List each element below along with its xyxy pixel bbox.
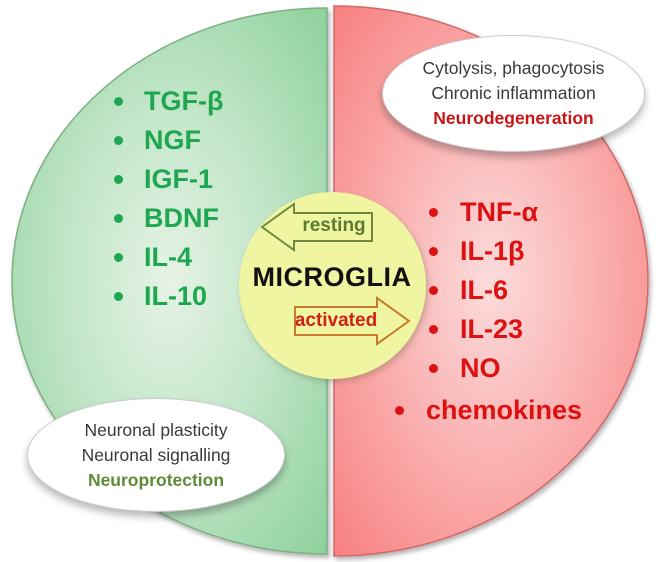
callout-highlight: Neuroprotection (87, 469, 225, 490)
list-item: IGF-1 (114, 160, 223, 199)
resting-factors-list: TGF-β NGF IGF-1 BDNF IL-4 IL-10 (114, 82, 223, 316)
bullet-icon (429, 364, 438, 373)
bullet-icon (114, 253, 123, 262)
callout-line: Cytolysis, phagocytosis (422, 58, 605, 78)
bullet-icon (429, 247, 438, 256)
bullet-icon (114, 97, 123, 106)
list-item: NO (395, 349, 582, 388)
neuroprotection-callout: Neuronal plasticity Neuronal signalling … (27, 398, 285, 512)
factor-label: IGF-1 (144, 164, 214, 194)
callout-line: Neuronal plasticity (84, 419, 228, 440)
factor-label: NGF (144, 125, 201, 155)
list-item: chemokines (395, 391, 582, 430)
microglia-title: MICROGLIA (252, 262, 412, 292)
neurodegeneration-callout: Cytolysis, phagocytosis Chronic inflamma… (382, 35, 645, 152)
list-item: IL-10 (114, 277, 223, 316)
factor-label: TGF-β (144, 86, 224, 116)
bullet-icon (114, 292, 123, 301)
bullet-icon (114, 175, 123, 184)
callout-highlight: Neurodegeneration (433, 108, 594, 128)
list-item: BDNF (114, 199, 223, 238)
list-item: IL-4 (114, 238, 223, 277)
factor-label: NO (460, 353, 501, 383)
factor-label: IL-6 (460, 275, 509, 305)
factor-label: IL-1β (460, 236, 525, 266)
list-item: NGF (114, 121, 223, 160)
callout-line: Chronic inflammation (431, 83, 596, 103)
list-item: TNF-α (395, 193, 582, 232)
factor-label: TNF-α (460, 197, 539, 227)
factor-label: IL-4 (144, 242, 193, 272)
list-item: IL-6 (395, 271, 582, 310)
bullet-icon (429, 325, 438, 334)
callout-line: Neuronal signalling (81, 444, 231, 465)
list-item: TGF-β (114, 82, 223, 121)
factor-label: IL-23 (460, 314, 524, 344)
bullet-icon (429, 286, 438, 295)
factor-label: IL-10 (144, 281, 208, 311)
factor-label: chemokines (426, 395, 583, 425)
bullet-icon (114, 214, 123, 223)
list-item: IL-1β (395, 232, 582, 271)
activated-arrow-label: activated (294, 310, 378, 331)
resting-arrow-label: resting (302, 215, 366, 236)
list-item: IL-23 (395, 310, 582, 349)
factor-label: BDNF (144, 203, 219, 233)
bullet-icon (395, 406, 404, 415)
bullet-icon (429, 208, 438, 217)
bullet-icon (114, 136, 123, 145)
activated-factors-list: TNF-α IL-1β IL-6 IL-23 NO chemokines (395, 193, 582, 430)
